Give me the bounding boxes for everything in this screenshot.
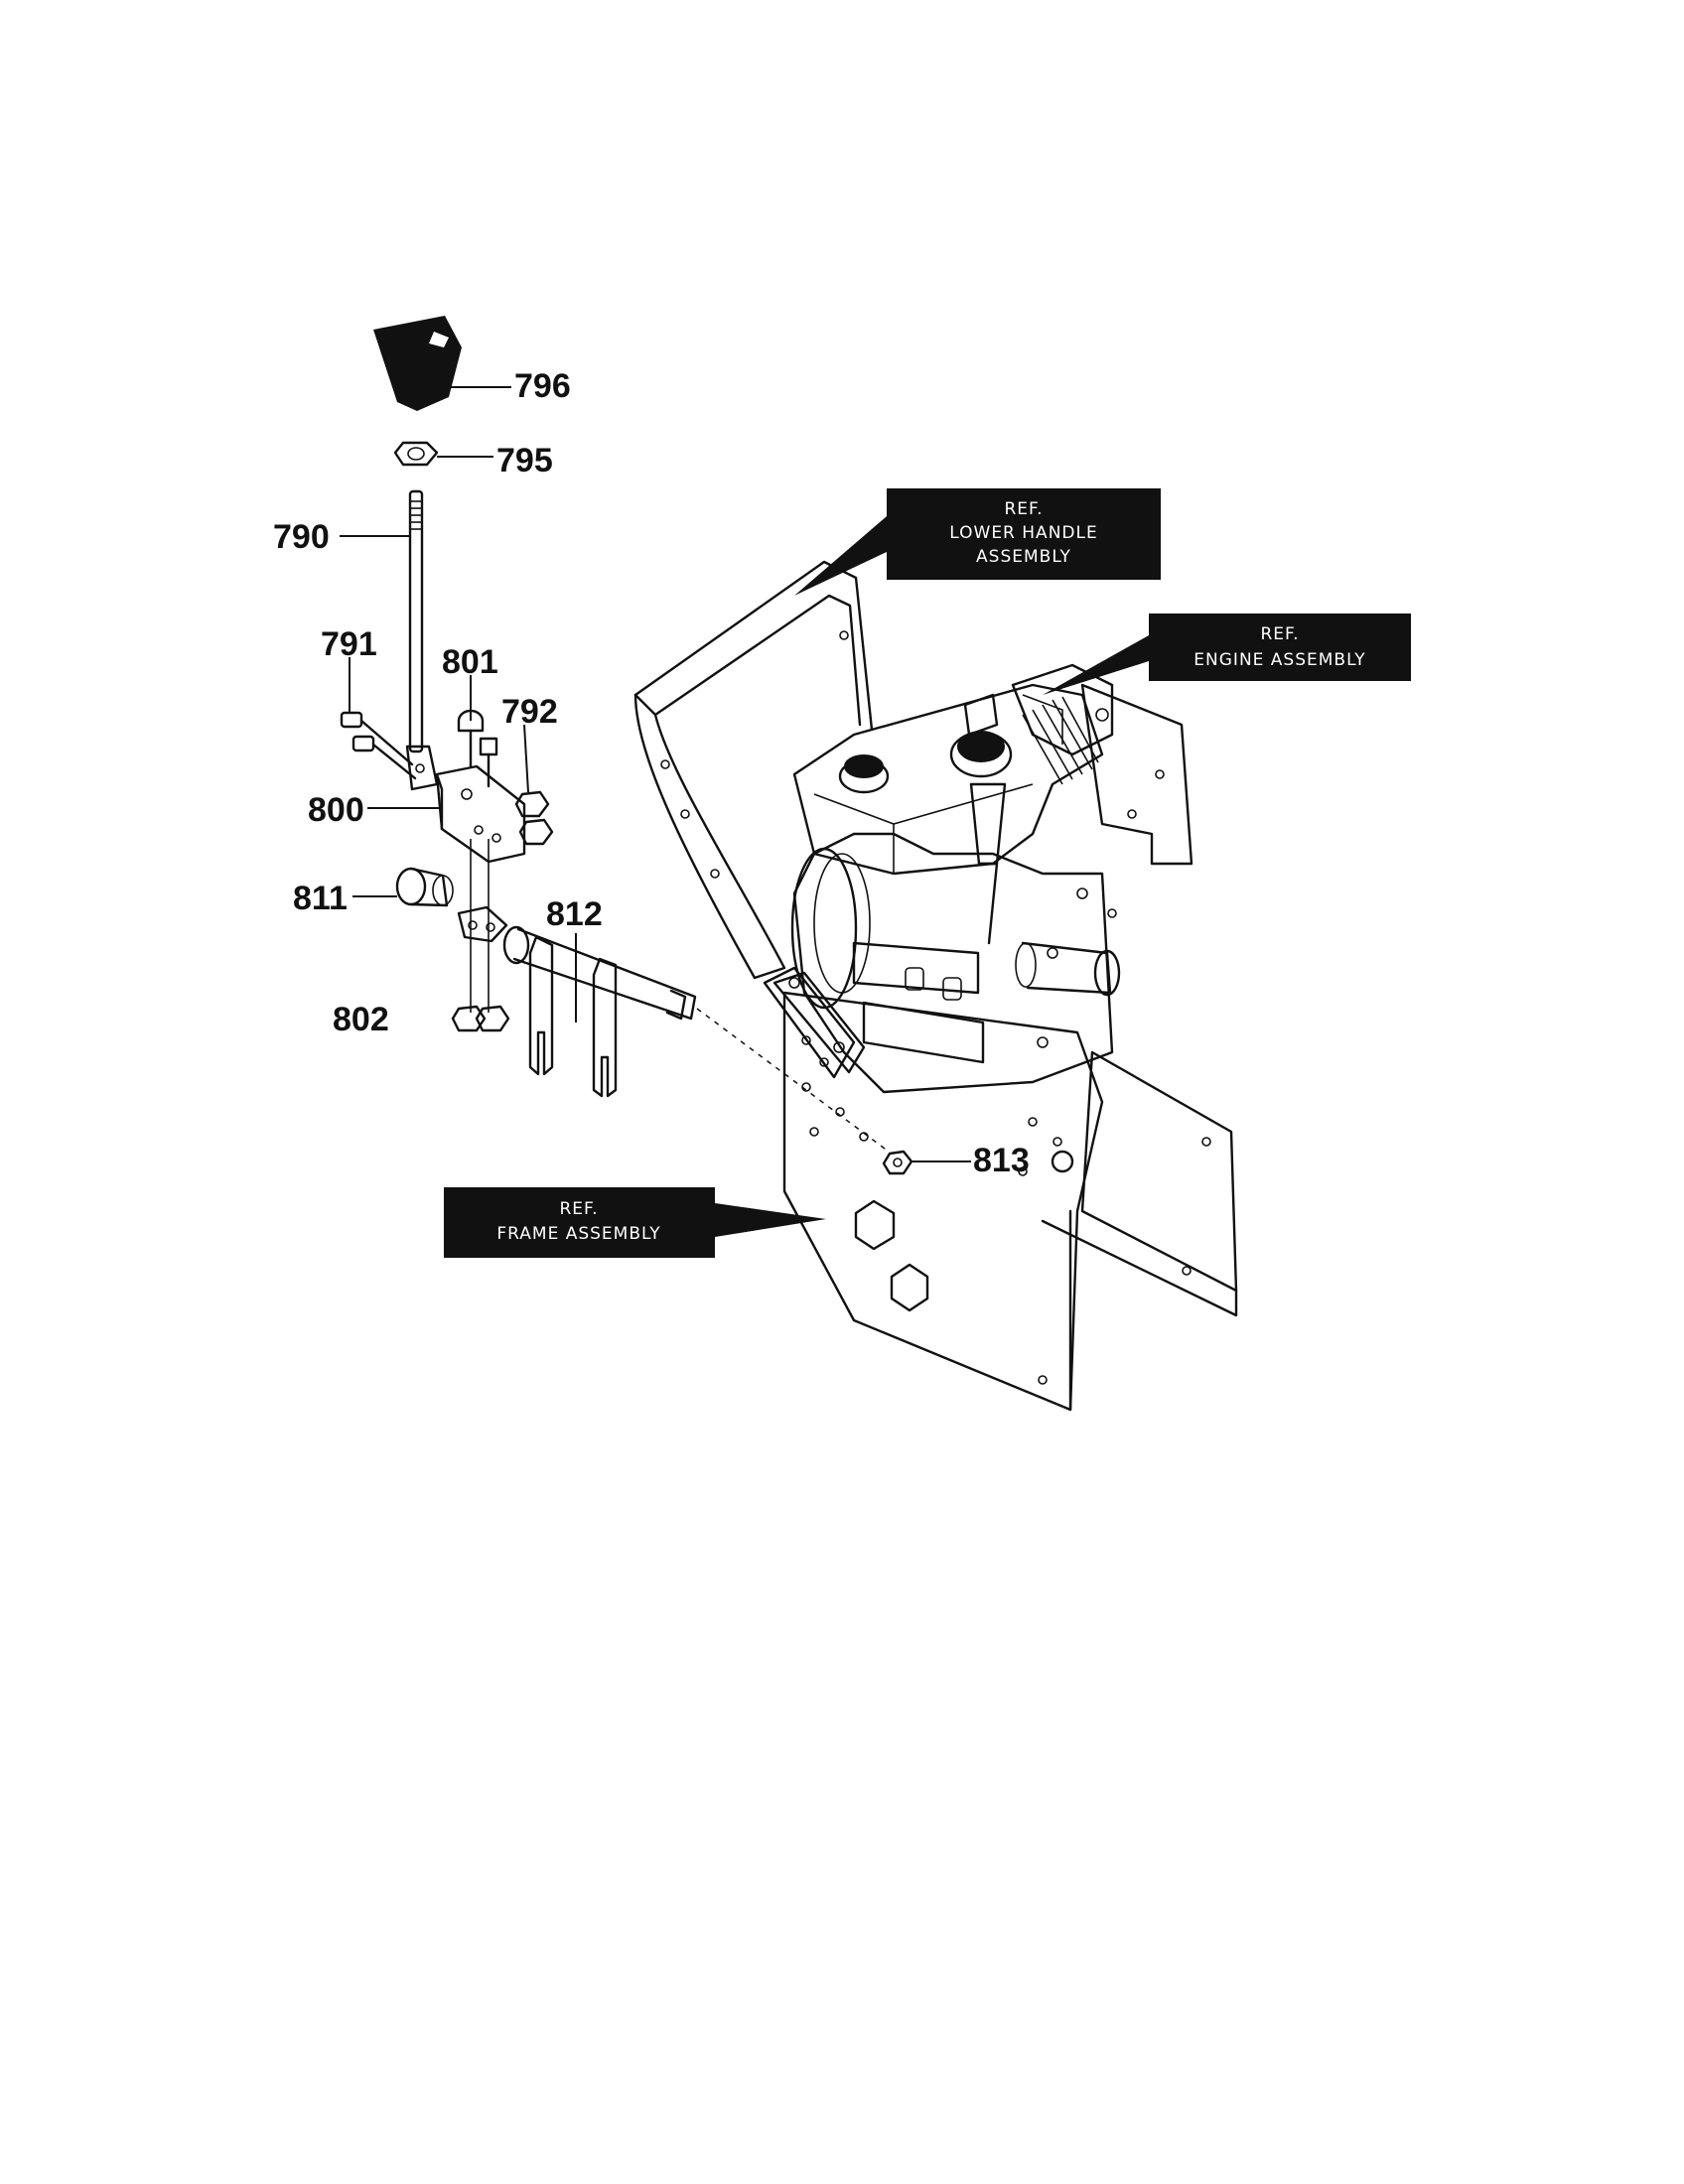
bracket-800 [367, 764, 526, 864]
nuts-792 [514, 724, 554, 846]
part-number-813: 813 [973, 1142, 1030, 1179]
part-number-811: 811 [293, 880, 348, 917]
ref-lower-handle: REF. LOWER HANDLE ASSEMBLY [794, 488, 1161, 596]
part-number-795: 795 [496, 442, 553, 479]
ref-frame-line1: REF. [559, 1199, 598, 1219]
part-number-790: 790 [273, 518, 330, 556]
ref-lower-handle-line3: ASSEMBLY [976, 547, 1071, 567]
part-number-791: 791 [321, 625, 377, 663]
part-number-802: 802 [333, 1001, 389, 1038]
engine [790, 663, 1193, 1094]
link-802 [451, 905, 510, 1032]
part-number-792: 792 [501, 693, 558, 731]
part-number-801: 801 [442, 643, 498, 681]
bolts-801 [457, 675, 498, 788]
ref-lower-handle-line2: LOWER HANDLE [949, 523, 1097, 543]
rear-frame-panel [1041, 1050, 1238, 1317]
knob-796 [373, 316, 511, 411]
part-number-812: 812 [546, 895, 603, 933]
ref-frame-line2: FRAME ASSEMBLY [496, 1224, 660, 1244]
bolts-791 [340, 657, 417, 780]
ref-engine: REF. ENGINE ASSEMBLY [1043, 614, 1411, 695]
frame-plate [782, 991, 1104, 1412]
shaft-812 [502, 925, 697, 1098]
nut-813 [882, 1150, 913, 1175]
part-number-800: 800 [308, 791, 364, 829]
ref-lower-handle-line1: REF. [1004, 499, 1043, 519]
ref-engine-line2: ENGINE ASSEMBLY [1193, 650, 1365, 670]
handle-pivot [772, 971, 866, 1074]
bushing-811 [352, 867, 454, 907]
part-number-796: 796 [514, 367, 571, 405]
nut-795 [393, 441, 493, 467]
ref-engine-line1: REF. [1260, 624, 1299, 644]
ref-frame: REF. FRAME ASSEMBLY [444, 1187, 826, 1258]
